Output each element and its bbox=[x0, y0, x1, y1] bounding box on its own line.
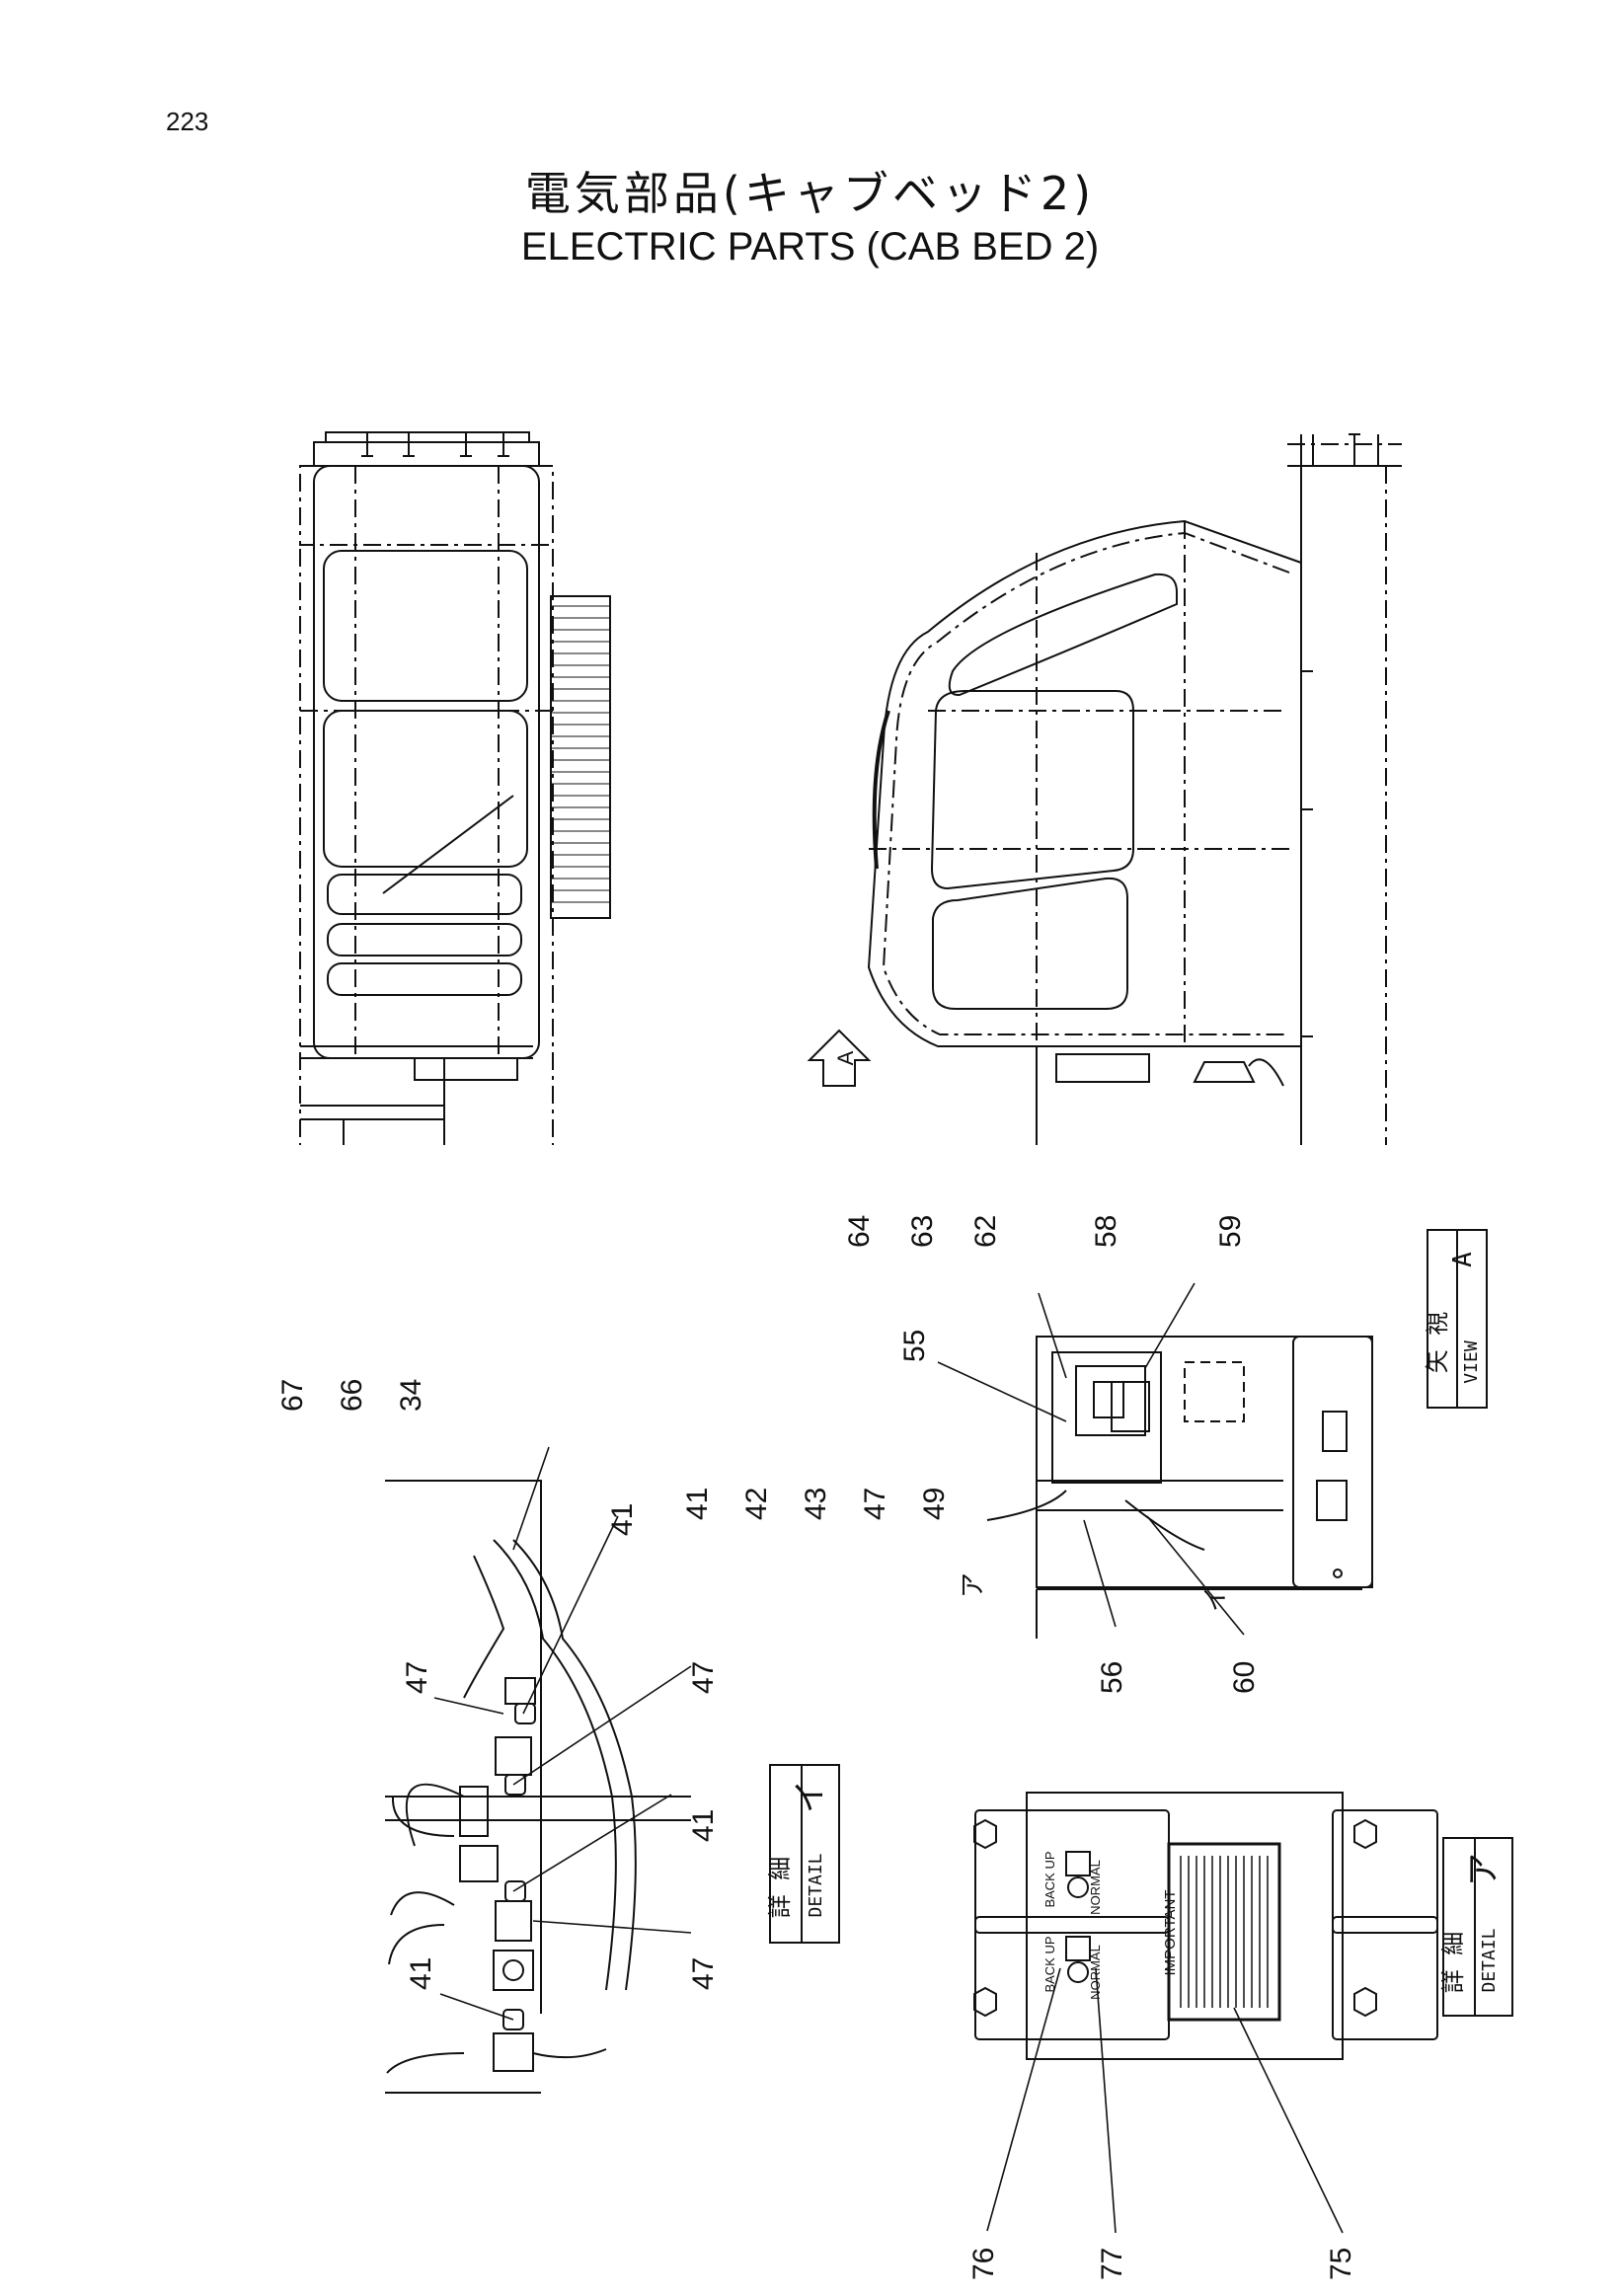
callout-detail-i-41b: 41 bbox=[687, 1809, 720, 1842]
callout-58: 58 bbox=[1090, 1215, 1122, 1248]
cab-side-view bbox=[867, 433, 1402, 1145]
svg-text:イ: イ bbox=[791, 1780, 830, 1813]
callout-60: 60 bbox=[1228, 1661, 1261, 1694]
callout-list-43: 43 bbox=[800, 1488, 832, 1520]
svg-text:詳 細: 詳 細 bbox=[1439, 1932, 1467, 1993]
callout-list-49: 49 bbox=[918, 1488, 951, 1520]
view-a-arrow: A bbox=[807, 1029, 872, 1087]
callout-62: 62 bbox=[969, 1215, 1002, 1248]
callout-56: 56 bbox=[1096, 1661, 1128, 1694]
svg-text:DETAIL: DETAIL bbox=[806, 1853, 826, 1917]
svg-text:ア: ア bbox=[1464, 1853, 1504, 1886]
callout-75: 75 bbox=[1325, 2248, 1357, 2280]
view-a-arrow-letter: A bbox=[833, 1050, 858, 1065]
switch-label-normal-2: NORMAL bbox=[1088, 1945, 1103, 2000]
callout-34: 34 bbox=[395, 1379, 427, 1412]
svg-text:矢 視: 矢 視 bbox=[1424, 1312, 1451, 1373]
page-title-english: ELECTRIC PARTS (CAB BED 2) bbox=[520, 225, 1100, 268]
svg-text:A: A bbox=[1448, 1252, 1478, 1267]
callout-59: 59 bbox=[1214, 1215, 1247, 1248]
callout-67: 67 bbox=[276, 1379, 309, 1412]
callout-66: 66 bbox=[336, 1379, 368, 1412]
callout-detail-i-41c: 41 bbox=[405, 1957, 437, 1990]
detail-a-label: 詳 細 DETAIL ア bbox=[1439, 1837, 1513, 2017]
callout-76: 76 bbox=[967, 2248, 1000, 2280]
detail-i-label: 詳 細 DETAIL イ bbox=[766, 1764, 840, 1944]
callout-detail-i-41a: 41 bbox=[606, 1503, 639, 1536]
detail-mark-i: イ bbox=[1200, 1586, 1230, 1612]
callout-list-47: 47 bbox=[859, 1488, 891, 1520]
view-a-label: 矢 視 VIEW A bbox=[1424, 1229, 1488, 1409]
switch-label-back-up: BACK UP bbox=[1042, 1851, 1057, 1907]
switch-label-normal: NORMAL bbox=[1088, 1860, 1103, 1915]
callout-detail-i-47b: 47 bbox=[401, 1661, 433, 1694]
callout-55: 55 bbox=[898, 1330, 931, 1362]
detail-a-drawing bbox=[973, 1792, 1438, 2060]
callout-63: 63 bbox=[906, 1215, 939, 1248]
cab-top-view bbox=[299, 431, 611, 1145]
page-title-japanese: 電気部品(キャブベッド2) bbox=[524, 167, 1096, 220]
leader-lines bbox=[433, 1282, 1344, 2234]
detail-mark-a: ア bbox=[958, 1572, 987, 1598]
switch-label-important: IMPORTANT bbox=[1162, 1890, 1179, 1976]
callouts: 64 63 62 58 59 55 56 60 67 66 34 41 42 4… bbox=[276, 1215, 1357, 2280]
callout-list-41: 41 bbox=[681, 1488, 714, 1520]
svg-text:DETAIL: DETAIL bbox=[1479, 1928, 1500, 1992]
callout-64: 64 bbox=[843, 1215, 876, 1248]
callout-detail-i-47c: 47 bbox=[687, 1957, 720, 1990]
svg-text:VIEW: VIEW bbox=[1461, 1340, 1482, 1384]
detail-i-drawing bbox=[385, 1480, 691, 2094]
callout-detail-i-47a: 47 bbox=[687, 1661, 720, 1694]
switch-label-back-up-2: BACK UP bbox=[1042, 1936, 1057, 1992]
callout-list-42: 42 bbox=[740, 1488, 773, 1520]
page-number: 223 bbox=[166, 107, 209, 136]
view-a-drawing bbox=[986, 1336, 1373, 1639]
svg-text:詳 細: 詳 細 bbox=[766, 1857, 794, 1918]
callout-77: 77 bbox=[1096, 2248, 1128, 2280]
